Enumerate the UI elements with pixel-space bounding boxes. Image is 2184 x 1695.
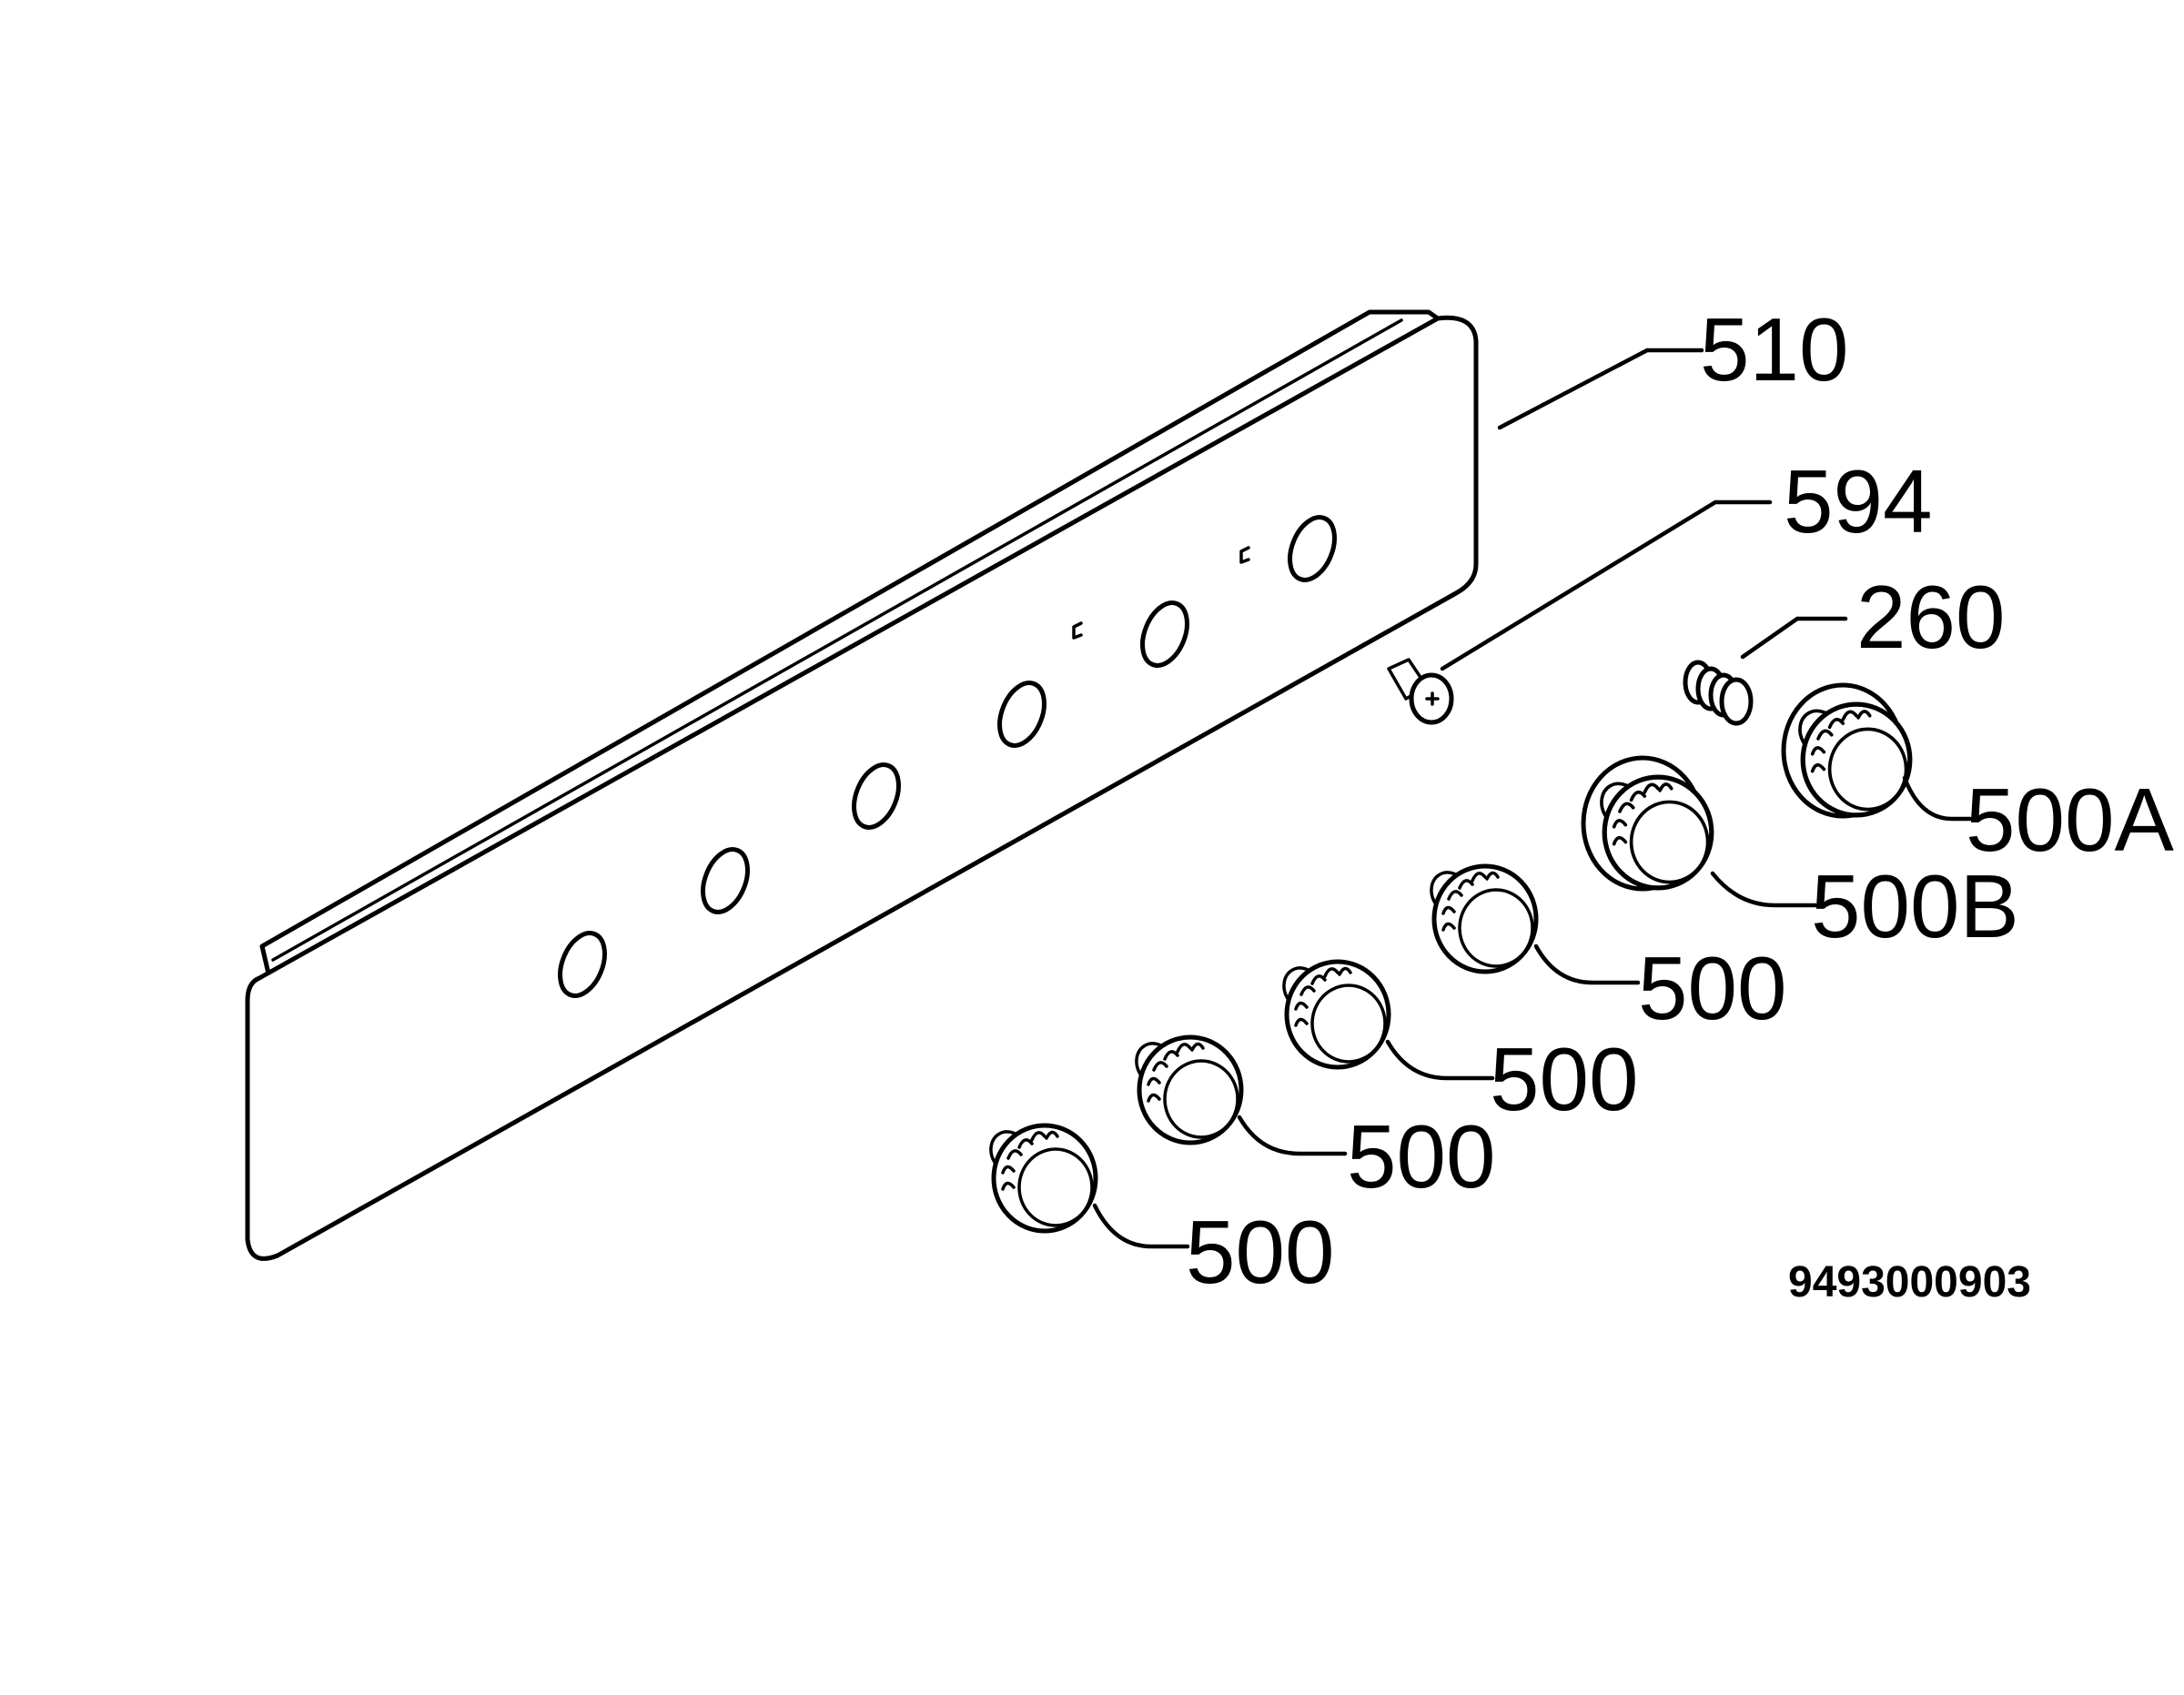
label-500-2: 500 — [1490, 1029, 1639, 1129]
leader-510 — [1497, 348, 1704, 430]
knob-500-2 — [1277, 961, 1389, 1067]
leader-500-4 — [1092, 1203, 1190, 1249]
leader-594 — [1440, 499, 1773, 671]
leader-500-2 — [1385, 1039, 1495, 1081]
drawing-code: 9493000903 — [1788, 1258, 2031, 1307]
panel-hole-4 — [997, 681, 1046, 748]
label-260: 260 — [1856, 567, 2006, 667]
label-500b: 500B — [1811, 856, 2019, 956]
panel-hole-1 — [558, 931, 607, 998]
label-500-1: 500 — [1638, 938, 1787, 1038]
label-510: 510 — [1700, 299, 1849, 399]
panel-mark-1 — [1072, 621, 1083, 640]
knob-500a — [1781, 682, 1910, 819]
leader-lines — [1092, 348, 1973, 1249]
label-500a: 500A — [1966, 770, 2175, 870]
knob-500-4 — [984, 1125, 1096, 1231]
leader-500b — [1710, 871, 1818, 908]
leader-500-1 — [1533, 943, 1641, 985]
screw — [1387, 658, 1454, 725]
spring — [1683, 660, 1754, 726]
leader-260 — [1740, 616, 1848, 660]
control-panel — [245, 309, 1479, 1261]
knob-500-1 — [1424, 865, 1536, 972]
label-594: 594 — [1784, 451, 1933, 551]
leader-500a — [1902, 775, 1973, 822]
panel-hole-2 — [701, 847, 750, 914]
panel-hole-6 — [1288, 515, 1337, 582]
panel-hole-5 — [1140, 600, 1189, 668]
panel-hole-3 — [852, 762, 901, 830]
knob-500b — [1581, 755, 1712, 892]
label-500-3: 500 — [1347, 1106, 1496, 1206]
panel-mark-2 — [1239, 546, 1250, 564]
leader-500-3 — [1237, 1115, 1348, 1156]
knob-500-3 — [1129, 1036, 1241, 1143]
label-500-4: 500 — [1186, 1202, 1335, 1302]
